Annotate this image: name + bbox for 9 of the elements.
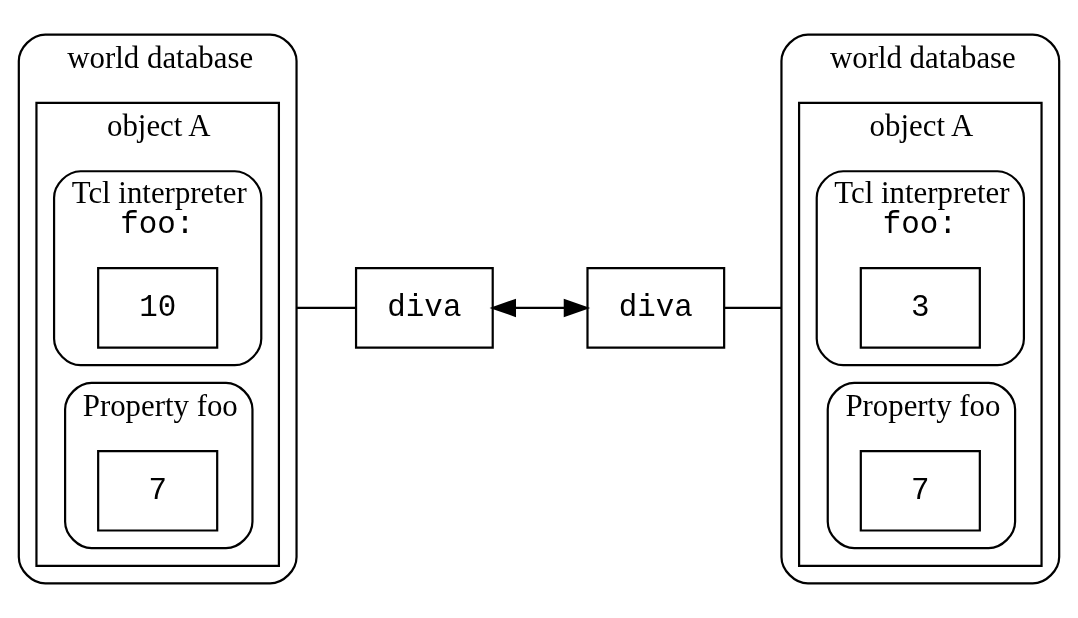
node-box: 7: [97, 450, 219, 532]
node-box: 10: [97, 267, 219, 349]
connector: [724, 306, 782, 309]
node-box: diva: [586, 267, 726, 349]
node-box: diva: [354, 267, 494, 349]
connector: [296, 306, 356, 309]
node-box: 7: [859, 450, 981, 532]
node-box: 3: [859, 267, 981, 349]
arrow: [489, 298, 591, 318]
